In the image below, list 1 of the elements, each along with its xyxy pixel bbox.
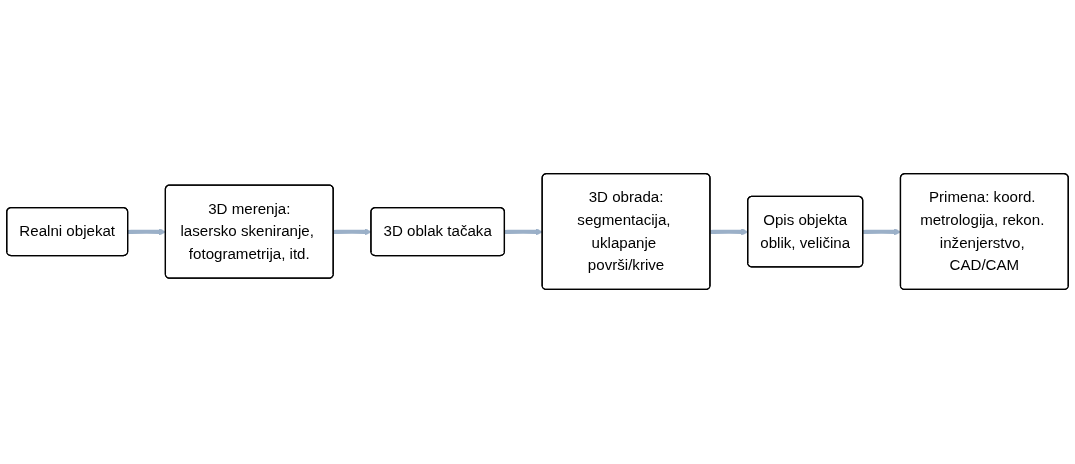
arrow [504,228,543,236]
